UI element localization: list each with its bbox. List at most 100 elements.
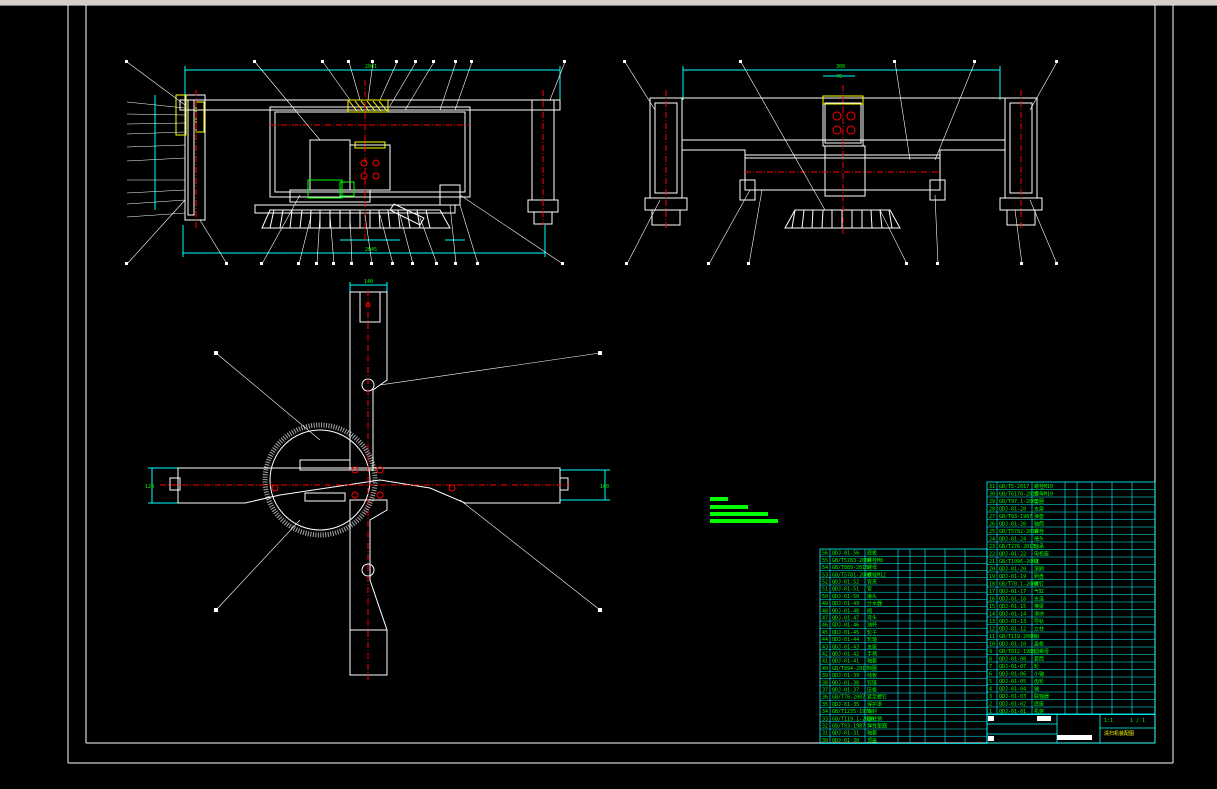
bom-item-name: 轴套 <box>867 658 877 665</box>
bom-item-name: 保护罩 <box>867 701 882 708</box>
bom-row: 7 QDJ-01-07 轮 <box>989 663 1039 670</box>
bom-item-name: 铰链 <box>867 679 877 686</box>
bom-item-no: 27 <box>989 514 995 520</box>
bom-item-name: 销 <box>1034 633 1039 640</box>
bom-item-name: 轴筒 <box>1034 521 1044 528</box>
bom-item-no: 49 <box>822 601 828 607</box>
bom-item-no: 24 <box>989 537 995 543</box>
bom-item-no: 5 <box>989 679 992 685</box>
title-drawing-name: 清扫机装配图 <box>1104 730 1134 737</box>
bom-item-code: QDJ-01-49 <box>832 601 859 607</box>
bom-item-code: QDJ-01-01 <box>999 709 1026 715</box>
bom-item-name: 支连 <box>1034 596 1044 603</box>
bom-item-code: QDJ-01-39 <box>832 673 859 679</box>
bom-item-code: QDJ-01-30 <box>832 738 859 744</box>
bom-item-name: 轴套 <box>867 730 877 737</box>
bom-item-no: 56 <box>822 551 828 557</box>
bom-item-code: QDJ-01-26 <box>999 522 1026 528</box>
bom-item-no: 42 <box>822 652 828 658</box>
bom-item-no: 11 <box>989 634 995 640</box>
bom-item-code: GB/T812-1988 <box>999 649 1035 655</box>
bom-item-name: 滚刷 <box>1034 566 1044 573</box>
plan-view: 140 120 160 <box>145 279 610 680</box>
bom-item-code: QDJ-01-50 <box>832 594 859 600</box>
bom-item-code: QDJ-01-44 <box>832 637 859 643</box>
bom-item-name: 管 <box>867 586 872 593</box>
bom-item-name: 键 <box>1034 558 1039 565</box>
bom-item-no: 48 <box>822 608 828 614</box>
bom-item-code: QDJ-01-07 <box>999 664 1026 670</box>
bom-item-no: 55 <box>822 558 828 564</box>
cad-drawing-canvas[interactable]: 2041 2045 <box>0 5 1217 789</box>
bom-item-name: 滑块 <box>1034 611 1044 618</box>
bom-item-name: 线板 <box>867 672 877 679</box>
bom-item-no: 9 <box>989 649 992 655</box>
bom-item-code: GB/T5781-2000 <box>832 572 871 578</box>
bom-item-no: 45 <box>822 630 828 636</box>
bom-item-code: GB/T276-2013 <box>999 544 1035 550</box>
bom-item-name: 导轨 <box>1034 618 1044 625</box>
bom-item-code: QDJ-01-10 <box>999 642 1026 648</box>
plan-dim-top: 140 <box>364 279 373 285</box>
bom-item-code: GB/T97.1-2002 <box>999 499 1038 505</box>
bom-item-no: 16 <box>989 597 995 603</box>
bom-item-name: 圆柱销 <box>867 715 882 722</box>
bom-item-no: 50 <box>822 594 828 600</box>
bom-item-name: 顶盖 <box>867 737 877 744</box>
bom-item-no: 35 <box>822 702 828 708</box>
bom-item-no: 19 <box>989 574 995 580</box>
bom-item-code: GB/T1096-2003 <box>999 559 1038 565</box>
bom-item-name: 电机座 <box>1034 551 1049 558</box>
bom-item-name: 弹性垫圈 <box>867 723 887 730</box>
bom-item-no: 31 <box>822 731 828 737</box>
bom-item-code: GB/T894-2017 <box>832 666 868 672</box>
bom-item-code: QDJ-01-20 <box>999 567 1026 573</box>
bom-item-no: 30 <box>822 738 828 744</box>
bom-item-no: 23 <box>989 544 995 550</box>
bom-item-name: 轮 <box>1034 663 1039 670</box>
bom-item-no: 51 <box>822 587 828 593</box>
bom-item-no: 7 <box>989 664 992 670</box>
bom-item-no: 29 <box>989 499 995 505</box>
bom-item-name: 刷盘 <box>1034 573 1044 580</box>
bom-item-code: QDJ-01-14 <box>999 612 1026 618</box>
bom-item-code: GB/T93-1987 <box>832 724 865 730</box>
bom-item-code: GB/T5782-2016 <box>999 529 1038 535</box>
bom-item-name: 手柄 <box>867 651 877 658</box>
bom-item-code: GB/T78-2007 <box>832 695 865 701</box>
bom-item-code: QDJ-01-06 <box>999 672 1026 678</box>
bom-item-code: QDJ-01-13 <box>999 619 1026 625</box>
bom-item-name: 轴承 <box>1034 543 1044 550</box>
window-title-strip <box>0 0 1217 6</box>
bom-item-code: QDJ-01-41 <box>832 659 859 665</box>
bom-item-no: 31 <box>989 484 995 490</box>
bom-item-code: QDJ-01-02 <box>999 702 1026 708</box>
sheet-border <box>67 5 1174 764</box>
